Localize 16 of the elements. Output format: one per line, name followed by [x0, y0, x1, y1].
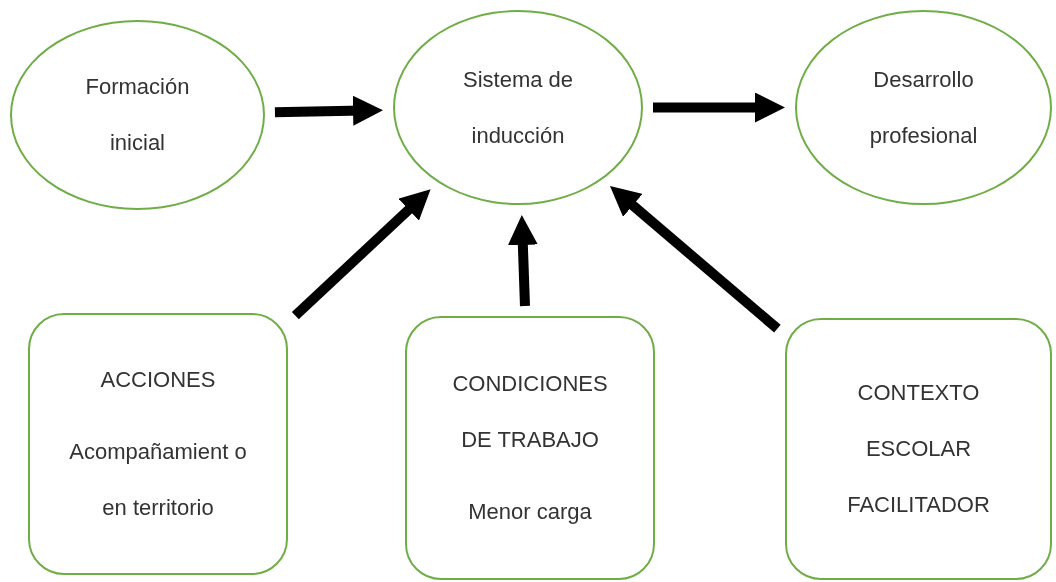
node-title: CONDICIONES DE TRABAJO: [451, 370, 609, 454]
rounded-box: [785, 318, 1052, 580]
arrow: [507, 214, 538, 307]
rounded-box: [405, 316, 655, 580]
arrow: [653, 92, 785, 123]
node-title: Formación inicial: [84, 73, 191, 157]
node-title: Sistema de inducción: [461, 65, 575, 150]
node-title: Desarrollo profesional: [868, 65, 979, 150]
node-text: Acompañamient o en territorio: [68, 438, 248, 522]
arrow: [610, 185, 781, 333]
node-title: CONTEXTO ESCOLAR FACILITADOR: [846, 379, 991, 519]
rounded-box: [28, 313, 288, 575]
node-title: ACCIONES: [100, 366, 216, 394]
node-text: Menor carga: [468, 498, 592, 526]
arrow: [291, 189, 431, 320]
arrow: [274, 95, 384, 126]
